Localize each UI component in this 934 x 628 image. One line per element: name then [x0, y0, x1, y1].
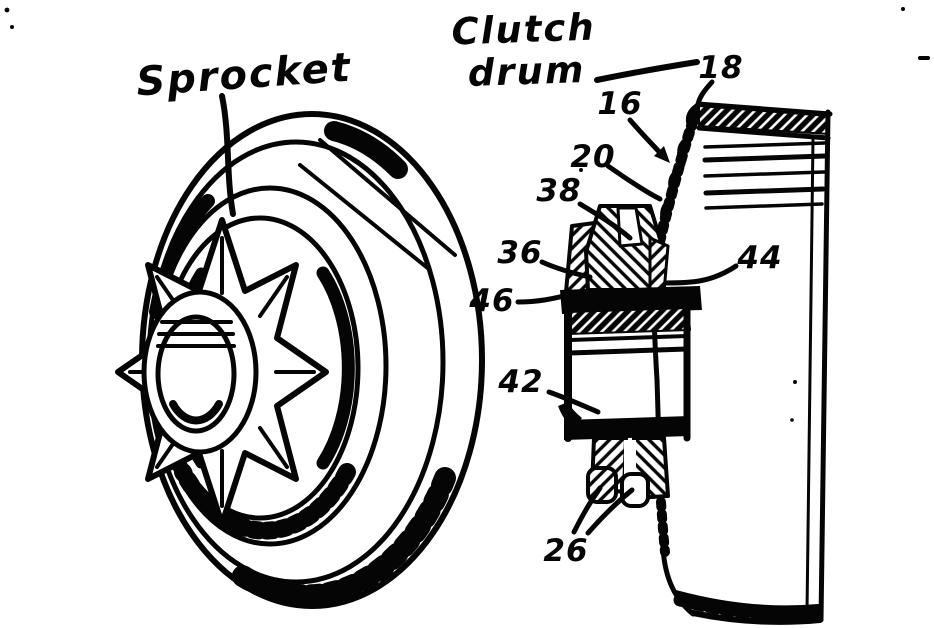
leader-26-a — [571, 485, 603, 535]
clutch-drum — [649, 79, 833, 625]
part-26-tooth-right — [620, 472, 650, 508]
arrowhead-16 — [654, 146, 670, 163]
ink-specks — [4, 7, 930, 422]
callout-36: 36 — [497, 235, 542, 271]
part-46 — [560, 286, 702, 314]
callout-44: 44 — [736, 240, 782, 276]
callout-26: 26 — [543, 533, 588, 569]
leader-38 — [577, 201, 633, 241]
leader-sprocket — [219, 93, 236, 217]
leader-26-b — [585, 487, 635, 536]
label-clutch-drum-line1: Clutch — [451, 6, 597, 54]
leader-46 — [515, 289, 585, 305]
part-44-top — [567, 307, 691, 335]
label-clutch-drum-line2: drum — [467, 48, 586, 95]
callout-16: 16 — [597, 86, 642, 122]
callout-46: 46 — [468, 283, 514, 319]
callout-20: 20 — [570, 139, 615, 175]
label-sprocket: Sprocket — [135, 45, 353, 106]
sprocket-assembly — [115, 111, 485, 609]
leader-36 — [539, 259, 593, 280]
leader-42 — [546, 389, 601, 415]
leader-lines — [219, 59, 739, 536]
leader-18 — [594, 59, 700, 83]
part-42 — [564, 416, 690, 440]
callout-42: 42 — [497, 364, 543, 400]
leader-44 — [663, 263, 739, 286]
callout-18: 18 — [698, 50, 743, 86]
leader-20 — [605, 163, 663, 202]
hub-assembly — [558, 204, 702, 508]
drum-body — [655, 104, 830, 622]
callout-38: 38 — [536, 173, 581, 209]
